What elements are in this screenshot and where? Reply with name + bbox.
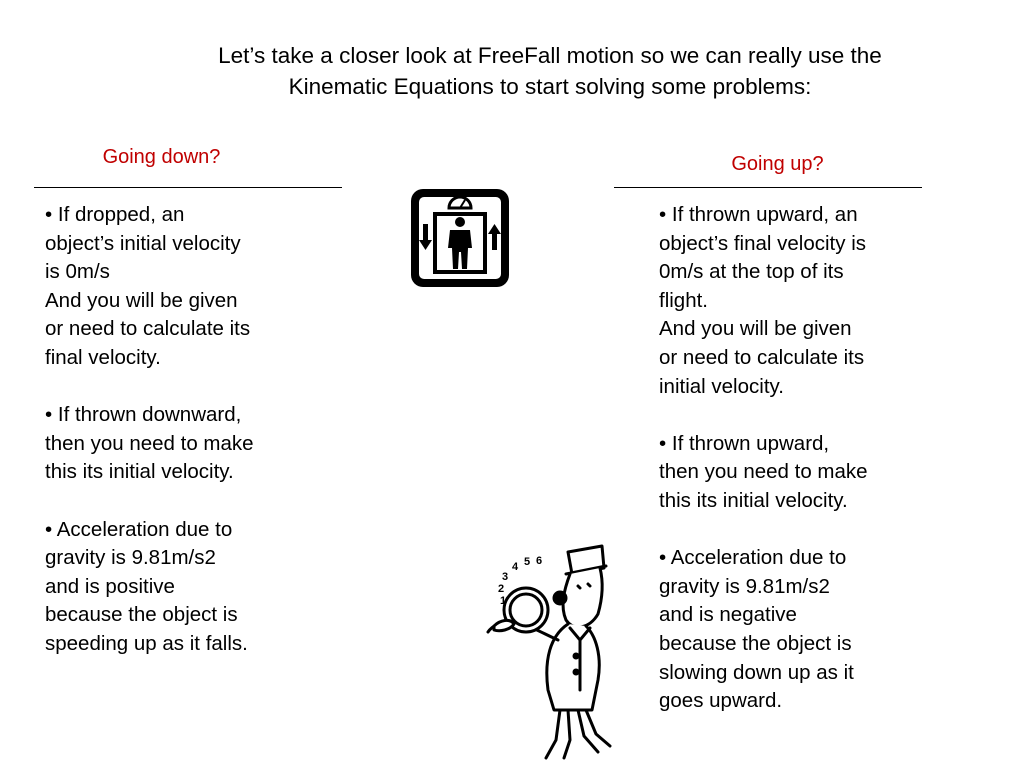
text-line: • If thrown downward, (45, 403, 242, 427)
title-line-1: Let’s take a closer look at FreeFall mot… (218, 43, 882, 68)
text-line: And you will be given (659, 317, 852, 341)
text-line: gravity is 9.81m/s2 (45, 546, 216, 570)
text-line: gravity is 9.81m/s2 (659, 574, 830, 598)
juggler-clown-illustration: 1 2 3 4 5 6 (486, 544, 612, 760)
text-line: • If thrown upward, an (659, 203, 858, 226)
text-line: slowing down up as it (659, 660, 854, 684)
left-divider (34, 187, 342, 188)
elevator-icon (411, 189, 509, 287)
text-line: this its initial velocity. (45, 460, 234, 484)
left-paragraph: • Acceleration due to gravity is 9.81m/s2… (45, 516, 254, 659)
dial-number-6: 6 (536, 555, 542, 567)
text-line: • If thrown upward, (659, 431, 830, 455)
text-line: or need to calculate its (45, 317, 251, 341)
text-line: is 0m/s (45, 260, 110, 284)
right-paragraph: • If thrown upward, an object’s final vel… (659, 201, 868, 401)
text-line: because the object is (659, 631, 852, 655)
going-down-text: • If dropped, an object’s initial velocit… (45, 201, 254, 659)
dial-number-5: 5 (524, 556, 530, 568)
left-paragraph: • If dropped, an object’s initial velocit… (45, 201, 254, 373)
text-line: and is negative (659, 603, 797, 627)
text-line: • Acceleration due to (45, 517, 233, 541)
going-up-heading: Going up? (731, 153, 824, 175)
dial-number-2: 2 (498, 583, 504, 595)
right-divider (614, 187, 922, 188)
text-line: this its initial velocity. (659, 488, 848, 512)
dial-number-3: 3 (502, 571, 508, 583)
text-line: And you will be given (45, 288, 238, 312)
dial-number-1: 1 (500, 595, 506, 607)
left-paragraph: • If thrown downward, then you need to ma… (45, 401, 254, 487)
text-line: object’s initial velocity (45, 231, 241, 255)
text-line: flight. (659, 288, 708, 312)
title-line-2: Kinematic Equations to start solving som… (288, 74, 812, 99)
text-line: • Acceleration due to (659, 546, 847, 570)
text-line: and is positive (45, 574, 175, 598)
text-line: or need to calculate its (659, 345, 865, 369)
going-down-heading: Going down? (102, 146, 221, 168)
text-line: initial velocity. (659, 374, 784, 398)
text-line: object’s final velocity is (659, 231, 866, 255)
text-line: final velocity. (45, 345, 161, 369)
right-paragraph: • Acceleration due to gravity is 9.81m/s2… (659, 544, 868, 716)
text-line: speeding up as it falls. (45, 631, 248, 655)
text-line: because the object is (45, 603, 238, 627)
right-paragraph: • If thrown upward, then you need to make… (659, 430, 868, 516)
text-line: then you need to make (659, 460, 868, 484)
dial-number-4: 4 (512, 561, 519, 573)
text-line: 0m/s at the top of its (659, 260, 844, 284)
text-line: • If dropped, an (45, 203, 185, 226)
text-line: goes upward. (659, 689, 783, 713)
slide-title: Let’s take a closer look at FreeFall mot… (100, 40, 1000, 102)
text-line: then you need to make (45, 431, 254, 455)
going-up-text: • If thrown upward, an object’s final vel… (659, 201, 868, 716)
